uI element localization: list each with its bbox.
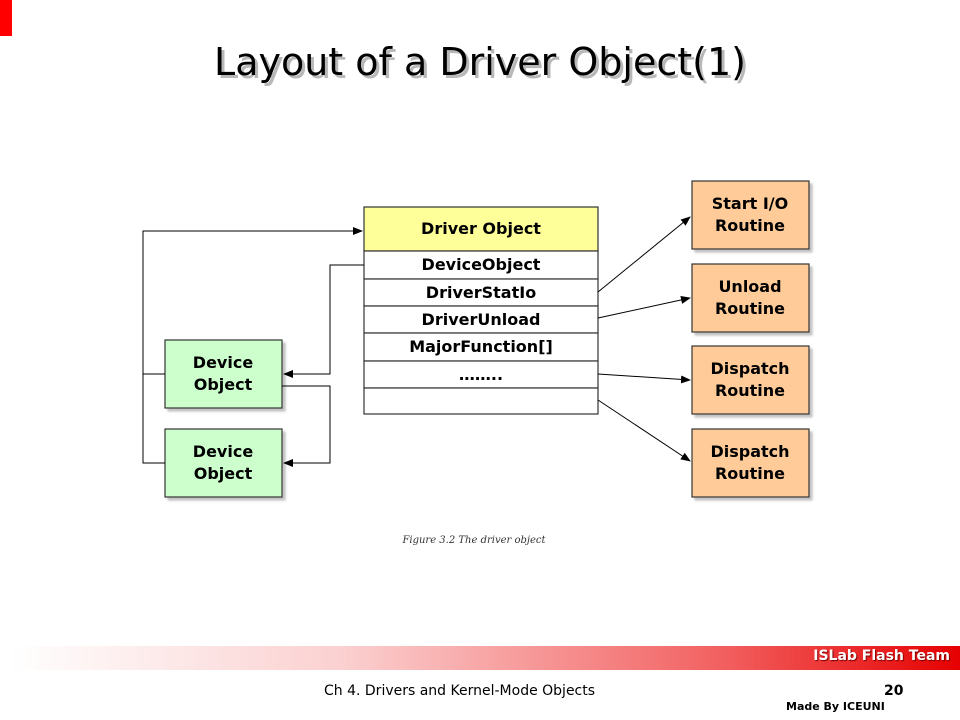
routine-box-dispatch-1-rect [691, 345, 810, 415]
corner-accent-mark [0, 0, 12, 36]
field-device-object-label: DeviceObject [422, 255, 541, 274]
device-object-1-line2: Object [194, 375, 253, 394]
routine-box-unload: Unload Routine [691, 263, 810, 333]
device-object-2-line2: Object [194, 464, 253, 483]
routine-start-io-line2: Routine [715, 216, 785, 235]
field-major-function-label: MajorFunction[] [409, 337, 553, 356]
routine-box-dispatch-2: Dispatch Routine [691, 428, 810, 498]
routine-box-start-io: Start I/O Routine [691, 180, 810, 250]
device-object-2-line1: Device [193, 442, 254, 461]
routine-box-dispatch-1: Dispatch Routine [691, 345, 810, 415]
field-driver-startio-label: DriverStatIo [426, 283, 536, 302]
driver-object-header [363, 206, 599, 252]
device-objects-to-driver-arrow [142, 373, 165, 464]
routine-unload-line2: Routine [715, 299, 785, 318]
routine-box-unload-rect [691, 263, 810, 333]
device-object-box-2: Device Object [164, 428, 283, 498]
routine-box-start-io-rect [691, 180, 810, 250]
routine-dispatch-2-line1: Dispatch [710, 442, 789, 461]
made-by-label: Made By ICEUNI [786, 700, 885, 713]
routine-dispatch-1-line1: Dispatch [710, 359, 789, 378]
field-ellipsis-label: …….. [459, 365, 503, 384]
routine-unload-line1: Unload [718, 277, 781, 296]
device-object-1-line1: Device [193, 353, 254, 372]
routine-box-dispatch-2-rect [691, 428, 810, 498]
driver-object-table: Driver Object DeviceObject DriverStatIo … [363, 206, 599, 415]
unload-pointer-arrow [597, 296, 691, 319]
routine-start-io-line1: Start I/O [712, 194, 788, 213]
field-device-object [363, 250, 599, 280]
majorfunction-pointer-arrow-2 [597, 399, 691, 462]
field-driver-unload-label: DriverUnload [422, 310, 541, 329]
figure-caption: Figure 3.2 The driver object [402, 535, 546, 546]
device-object-box-2-rect [164, 428, 283, 498]
device-object-box-1: Device Object [164, 339, 283, 409]
majorfunction-pointer-arrow-1 [597, 373, 691, 384]
team-label: ISLab Flash Team [813, 648, 950, 664]
driver-object-header-label: Driver Object [421, 219, 541, 238]
device-object-box-1-rect [164, 339, 283, 409]
chapter-label: Ch 4. Drivers and Kernel-Mode Objects [324, 683, 596, 699]
startio-pointer-arrow [597, 216, 691, 293]
deviceobject-field-arrow [283, 264, 364, 378]
routine-dispatch-1-line2: Routine [715, 381, 785, 400]
device-column-to-driver-header-arrow [142, 227, 363, 374]
page-number: 20 [884, 683, 904, 699]
slide-title: Layout of a Driver Object(1) [214, 40, 746, 84]
footer-gradient-bar [10, 646, 960, 670]
field-empty [363, 387, 599, 415]
routine-dispatch-2-line2: Routine [715, 464, 785, 483]
next-device-arrow [282, 385, 331, 467]
